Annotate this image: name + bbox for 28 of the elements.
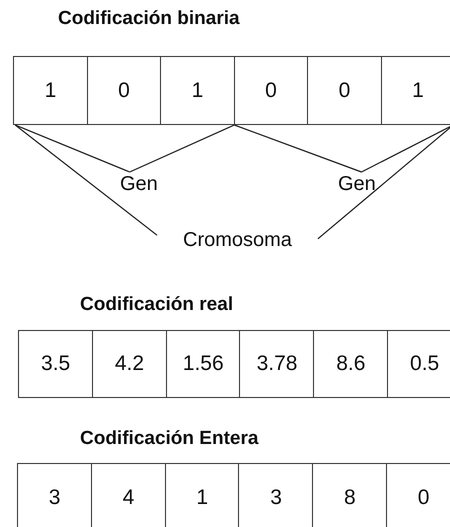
value-cell: 3.5 (18, 330, 94, 398)
leader-line (361, 124, 450, 173)
value-cell: 0.5 (387, 330, 450, 398)
value-cell: 8 (312, 463, 388, 527)
value-cell: 8.6 (313, 330, 388, 398)
chromosome-label: Cromosoma (157, 228, 318, 252)
leader-line (234, 124, 362, 173)
value-cell: 1 (160, 56, 235, 125)
binary-string-row (13, 56, 450, 125)
value-cell: 3 (17, 463, 92, 527)
value-cell: 4.2 (92, 330, 168, 398)
value-cell: 1.56 (166, 330, 241, 398)
value-cell: 1 (380, 56, 450, 125)
value-cell: 3 (238, 463, 314, 527)
leader-line (129, 124, 235, 173)
gene-label: Gen (334, 172, 380, 196)
value-cell: 0 (86, 56, 162, 125)
leader-line (318, 124, 450, 240)
leader-line (14, 124, 158, 236)
value-cell: 0 (307, 56, 382, 125)
integer-encoding-heading: Codificación Entera (80, 428, 258, 450)
real-encoding-heading: Codificación real (80, 294, 234, 316)
gene-label: Gen (116, 172, 162, 196)
value-cell: 3.78 (239, 330, 315, 398)
value-cell: 0 (234, 56, 308, 125)
leader-line (14, 124, 130, 173)
value-cell: 1 (13, 56, 88, 125)
binary-encoding-heading: Codificación binaria (58, 8, 240, 30)
